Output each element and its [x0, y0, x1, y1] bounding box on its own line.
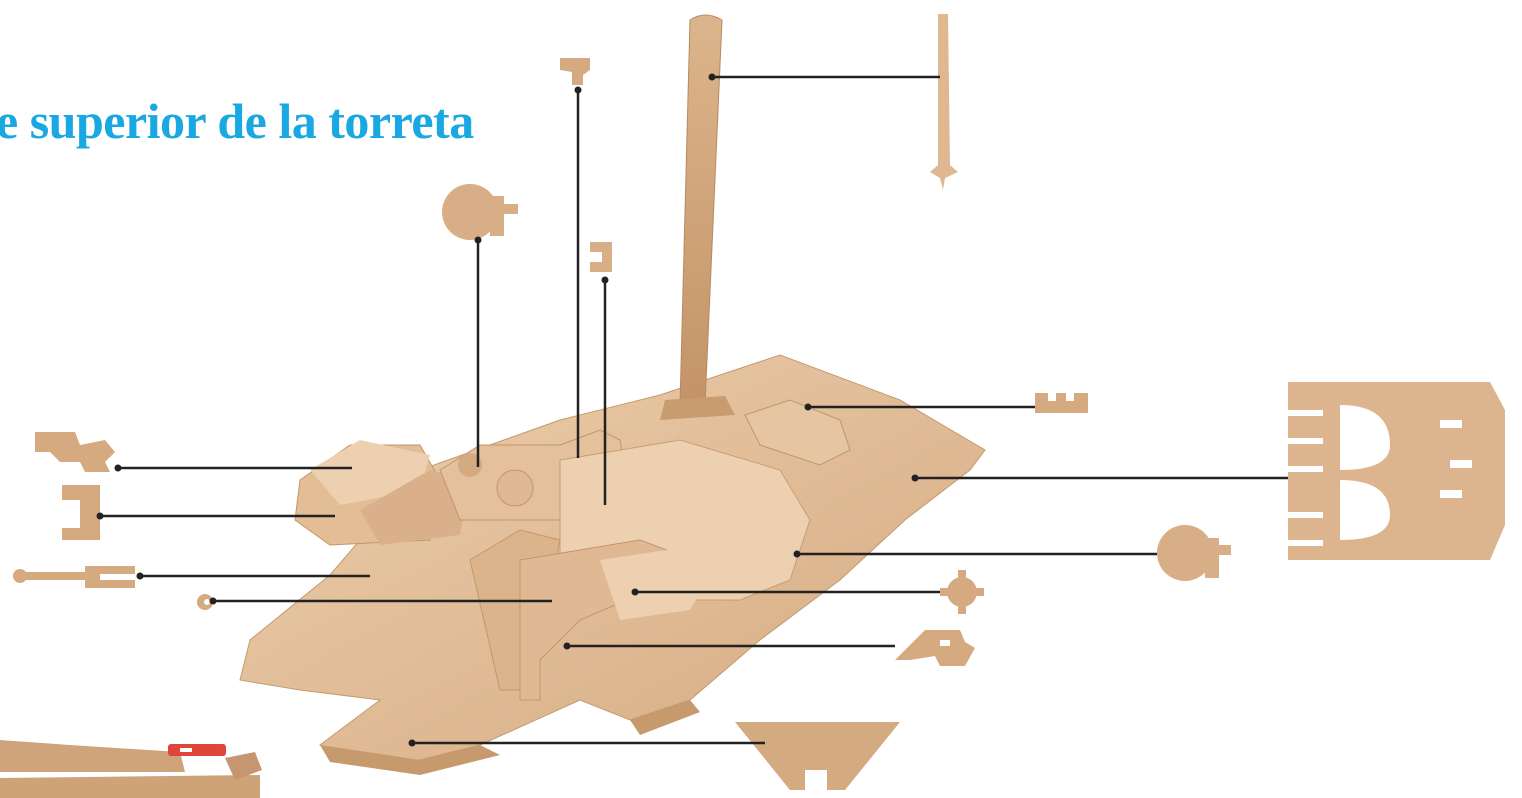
leader-endpoint-dot: [793, 550, 801, 558]
leader-endpoints: [96, 73, 919, 747]
round-bolt-right: [1157, 525, 1231, 581]
round-bolt-top: [442, 184, 518, 240]
leader-endpoint-dot: [408, 739, 416, 747]
slide-title: e superior de la torreta: [0, 93, 474, 149]
left-clamp: [35, 432, 115, 472]
leader-endpoint-dot: [96, 512, 104, 520]
leader-endpoint-dot: [911, 474, 919, 482]
bottom-triangle: [735, 722, 900, 790]
leader-endpoint-dot: [574, 86, 582, 94]
bottom-left-strip: [0, 740, 262, 798]
turret-assembly: [294, 399, 851, 701]
mast-flag: [930, 14, 958, 190]
leader-endpoint-dot: [209, 597, 217, 605]
leader-endpoint-dot: [474, 236, 482, 244]
leader-endpoint-dot: [708, 73, 716, 81]
right-clamp: [895, 630, 975, 666]
leader-lines: [100, 75, 1288, 745]
leader-endpoint-dot: [136, 572, 144, 580]
leader-endpoint-dot: [804, 403, 812, 411]
left-rod: [13, 566, 135, 588]
right-slot-block: [1035, 393, 1088, 413]
front-plate: [1288, 382, 1505, 560]
leader-endpoint-dot: [631, 588, 639, 596]
top-hook-small: [560, 58, 590, 85]
left-block: [62, 485, 100, 540]
left-ring: [197, 594, 213, 610]
leader-endpoint-dot: [601, 276, 609, 284]
leader-endpoint-dot: [563, 642, 571, 650]
gear-cog: [940, 570, 984, 614]
highlighted-piece: [168, 744, 226, 756]
clip-bracket: [590, 242, 612, 272]
leader-endpoint-dot: [114, 464, 122, 472]
mast-pole: [660, 14, 735, 420]
